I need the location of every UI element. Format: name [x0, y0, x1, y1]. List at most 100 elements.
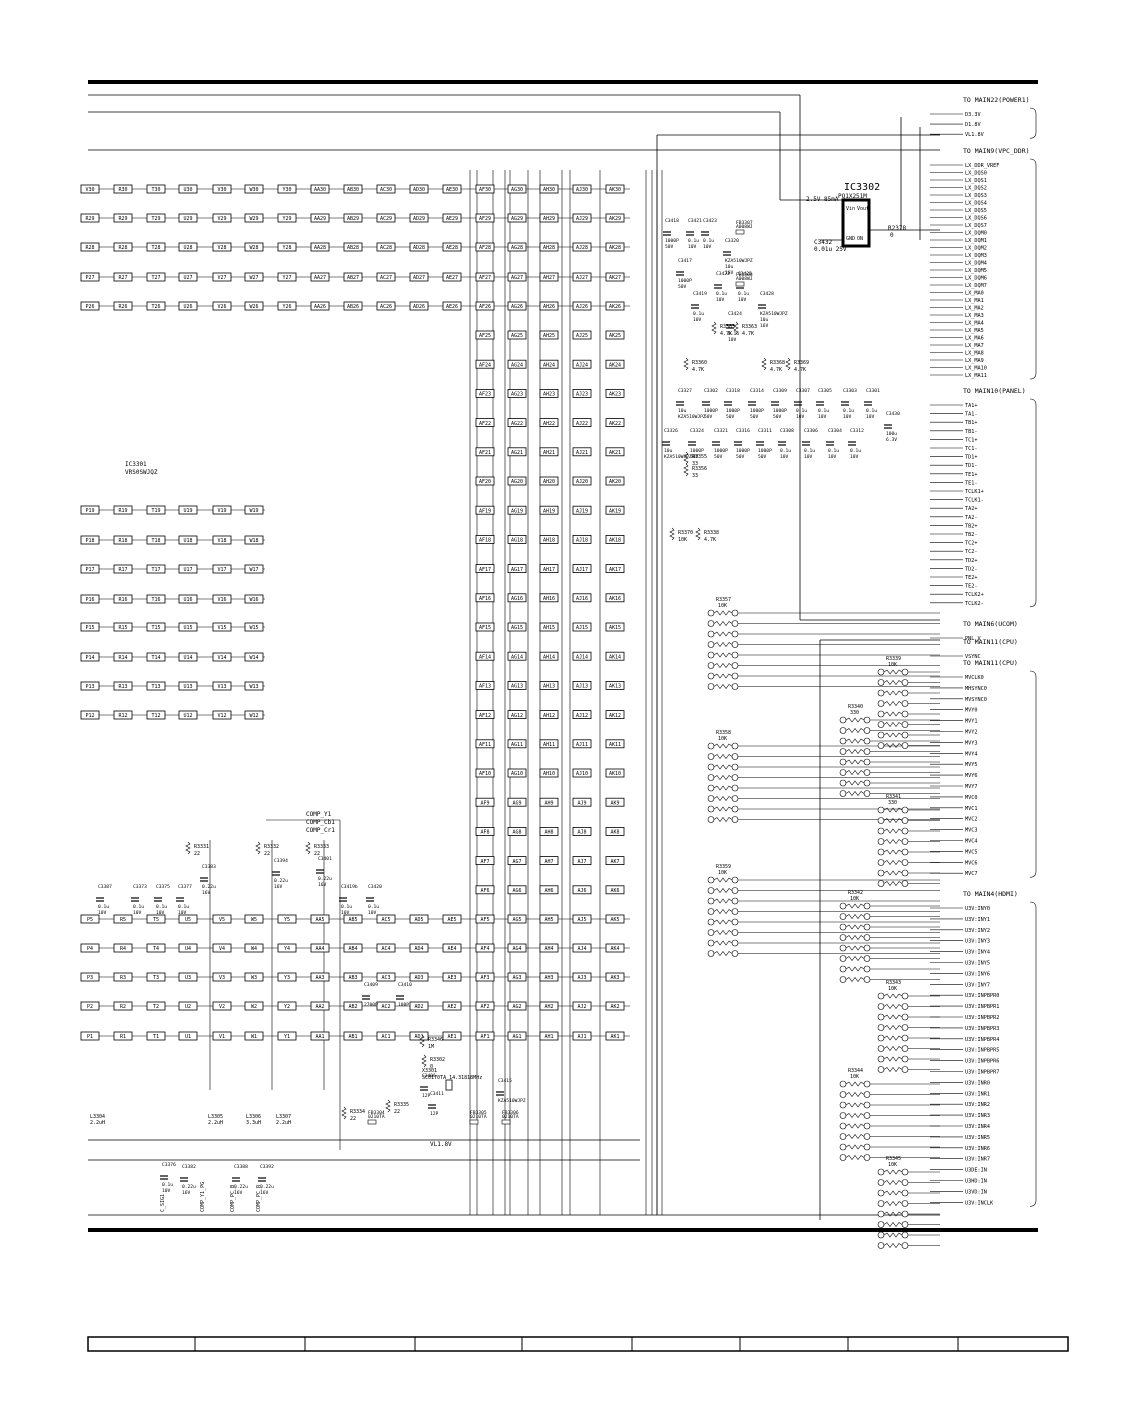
pin-box	[146, 301, 166, 311]
pin-box	[244, 972, 264, 982]
resistor-value: 22	[394, 1109, 400, 1115]
resistor-zigzag	[255, 841, 261, 855]
array-zigzag	[713, 951, 733, 956]
resistor-zigzag	[341, 1106, 347, 1120]
pin-label: AF17	[479, 567, 491, 573]
pin-label: AK5	[610, 917, 619, 923]
resistor-zigzag	[419, 1034, 425, 1048]
ferrite-value: A008WJ	[736, 276, 753, 282]
pin-label: AK9	[610, 800, 619, 806]
capacitor-ref: C3320	[725, 238, 739, 244]
pin-label: AB1	[348, 1034, 357, 1040]
array-pin	[707, 651, 715, 659]
pin-cell: AJ11	[572, 739, 592, 749]
resistor-ref: R3356	[692, 466, 707, 472]
pin-box	[507, 564, 527, 573]
connector-pin-label: LX_MA8	[965, 351, 984, 357]
pin-label: V18	[217, 538, 226, 544]
array-pin	[839, 1091, 847, 1098]
pin-label: AE30	[446, 187, 458, 193]
pin-label: U26	[183, 304, 192, 310]
pin-cell: AK11	[605, 739, 625, 749]
pin-label: AG19	[511, 508, 523, 514]
pin-box	[475, 943, 495, 953]
pin-label: AF5	[480, 917, 489, 923]
pin-label: AG17	[511, 567, 523, 573]
pin-box	[80, 652, 100, 662]
pin-cell: AF1	[475, 1031, 495, 1041]
pin-label: R27	[118, 275, 127, 281]
array-zigzag	[883, 1169, 903, 1175]
pin-cell: W28	[244, 242, 264, 252]
pin-label: AB5	[348, 917, 357, 923]
pin-label: AG11	[511, 742, 523, 748]
pin-label: T18	[151, 538, 160, 544]
pin-label: U2	[185, 1004, 191, 1010]
pin-label: V28	[217, 245, 226, 251]
capacitor-value: 10V	[688, 244, 697, 250]
net-bottom-4: COMP_PC_R	[256, 1184, 262, 1212]
pin-cell: AA5	[310, 914, 330, 924]
capacitor-value: 0.22u	[274, 878, 288, 884]
connector-pin-label: LX_DQS7	[965, 223, 987, 229]
connector-pin-label: U3V:INR6	[965, 1146, 990, 1152]
pin-label: W2	[251, 1004, 257, 1010]
array-zigzag	[845, 1155, 865, 1160]
regulator-part: PQ1X251M	[838, 193, 867, 200]
array-pin	[901, 1055, 909, 1063]
pin-box	[475, 564, 495, 573]
connector-pin-label: LX_DQS4	[965, 201, 987, 207]
pin-cell: AJ24	[572, 359, 592, 369]
pin-box	[113, 914, 133, 924]
pin-label: AF8	[480, 830, 489, 836]
array-pin	[877, 869, 885, 877]
pin-cell: U19	[178, 505, 198, 515]
pin-box	[244, 594, 264, 604]
pin-box	[178, 505, 198, 515]
pin-label: AJ20	[576, 479, 588, 485]
pin-label: AE5	[447, 917, 456, 923]
pin-cell: P13	[80, 681, 100, 691]
pin-cell: AA1	[310, 1031, 330, 1041]
array-zigzag	[883, 669, 903, 675]
array-pin	[731, 897, 739, 905]
array-zigzag	[883, 680, 903, 685]
connector-pin-label: U3V:INR5	[965, 1135, 990, 1141]
pin-box	[539, 768, 559, 778]
array-zigzag	[883, 1211, 903, 1217]
connector-pin-label: TD2+	[965, 558, 978, 564]
resistor-array-value: 10K	[718, 870, 727, 876]
pin-box	[244, 564, 264, 574]
pin-label: AK4	[610, 946, 619, 952]
pin-label: AG12	[511, 713, 523, 719]
pin-cell: AF23	[475, 388, 495, 398]
ferrite-value: 0210TA	[502, 1114, 519, 1120]
pin-label: AF11	[479, 742, 491, 748]
pin-label: AK23	[609, 392, 621, 398]
array-pin	[877, 817, 885, 824]
capacitor-ref: C3316	[736, 428, 750, 434]
pin-cell: R17	[113, 564, 133, 574]
pin-box	[507, 710, 527, 719]
ferrite-value: 0210TA	[470, 1114, 487, 1120]
capacitor-ref: C3419b	[341, 884, 358, 890]
array-pin	[877, 992, 885, 1000]
connector-pin-label: TD1+	[965, 455, 978, 461]
array-pin	[863, 1154, 871, 1161]
pin-box	[605, 1031, 625, 1041]
pin-box	[539, 710, 559, 719]
pin-cell: AH23	[539, 388, 559, 398]
array-zigzag	[845, 1144, 865, 1150]
array-pin	[863, 727, 871, 734]
pin-box	[442, 301, 462, 311]
pin-label: AD3	[414, 975, 423, 981]
capacitor-ref: C3324	[690, 428, 704, 434]
pin-cell: AK18	[605, 535, 625, 544]
pin-cell: AF28	[475, 242, 495, 252]
capacitor-ref: C3425	[738, 271, 752, 277]
pin-cell: AH19	[539, 505, 559, 515]
pin-box	[605, 856, 625, 865]
